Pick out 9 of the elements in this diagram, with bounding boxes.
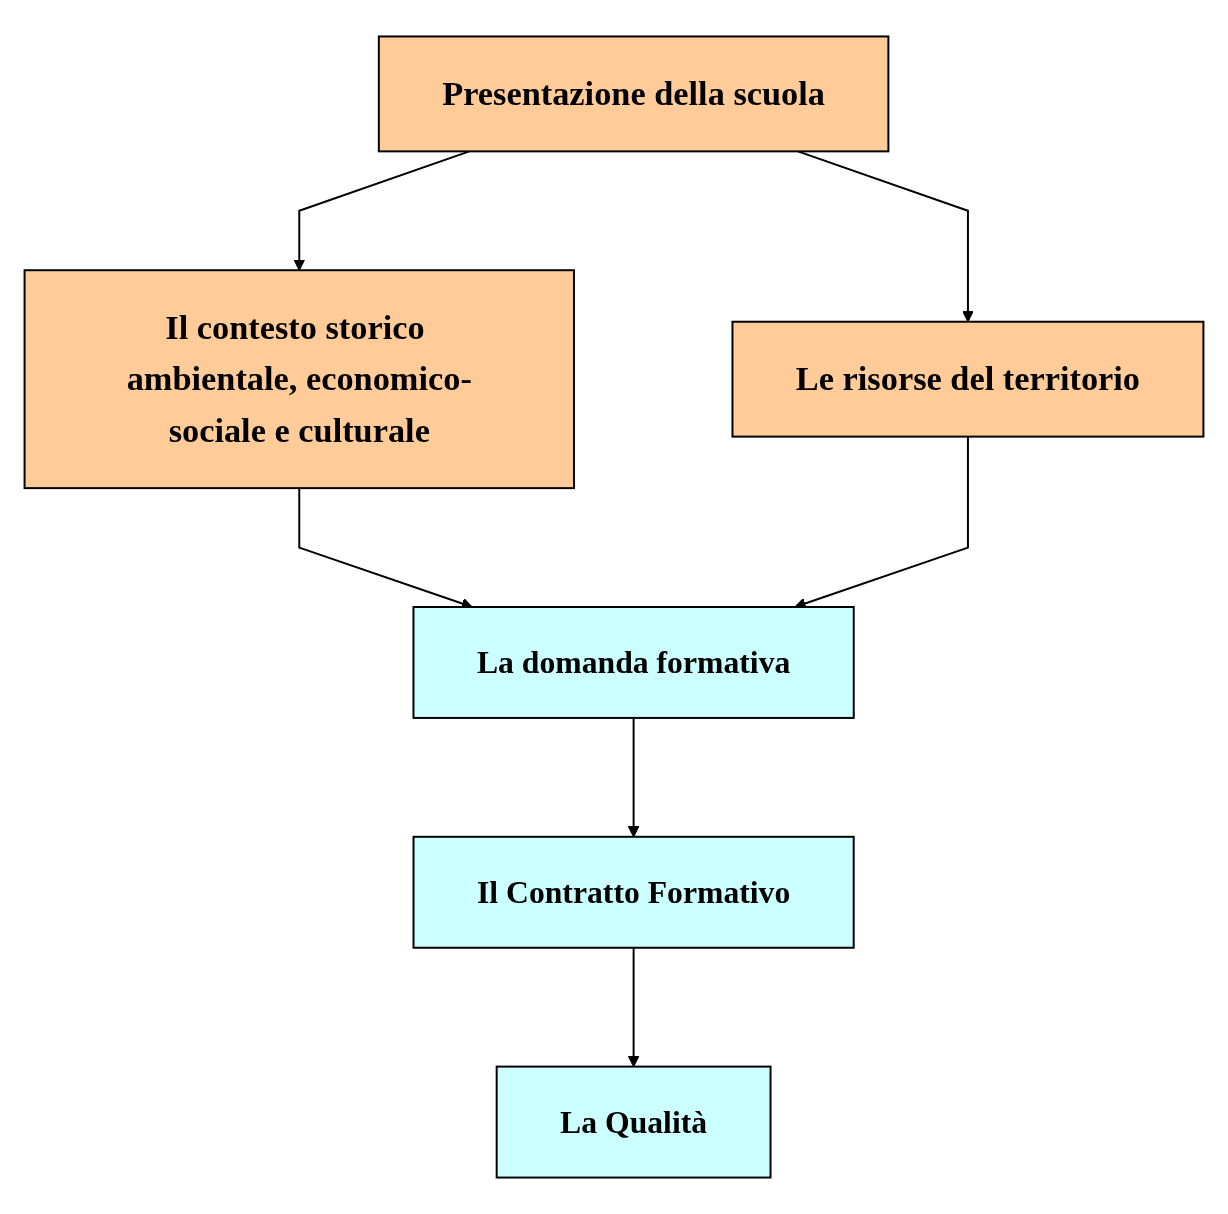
arrow [293, 150, 471, 271]
node-box: Le risorse del territorio [731, 320, 1205, 438]
node-box: La domanda formativa [412, 606, 855, 719]
arrow [627, 716, 640, 838]
node-box: La Qualità [495, 1065, 772, 1179]
node-box: Il Contratto Formativo [412, 835, 855, 949]
node-box: Il contesto storico ambientale, economico-sociale e culturale [23, 269, 575, 490]
arrow [627, 946, 640, 1068]
node-box: Presentazione della scuola [377, 35, 890, 153]
